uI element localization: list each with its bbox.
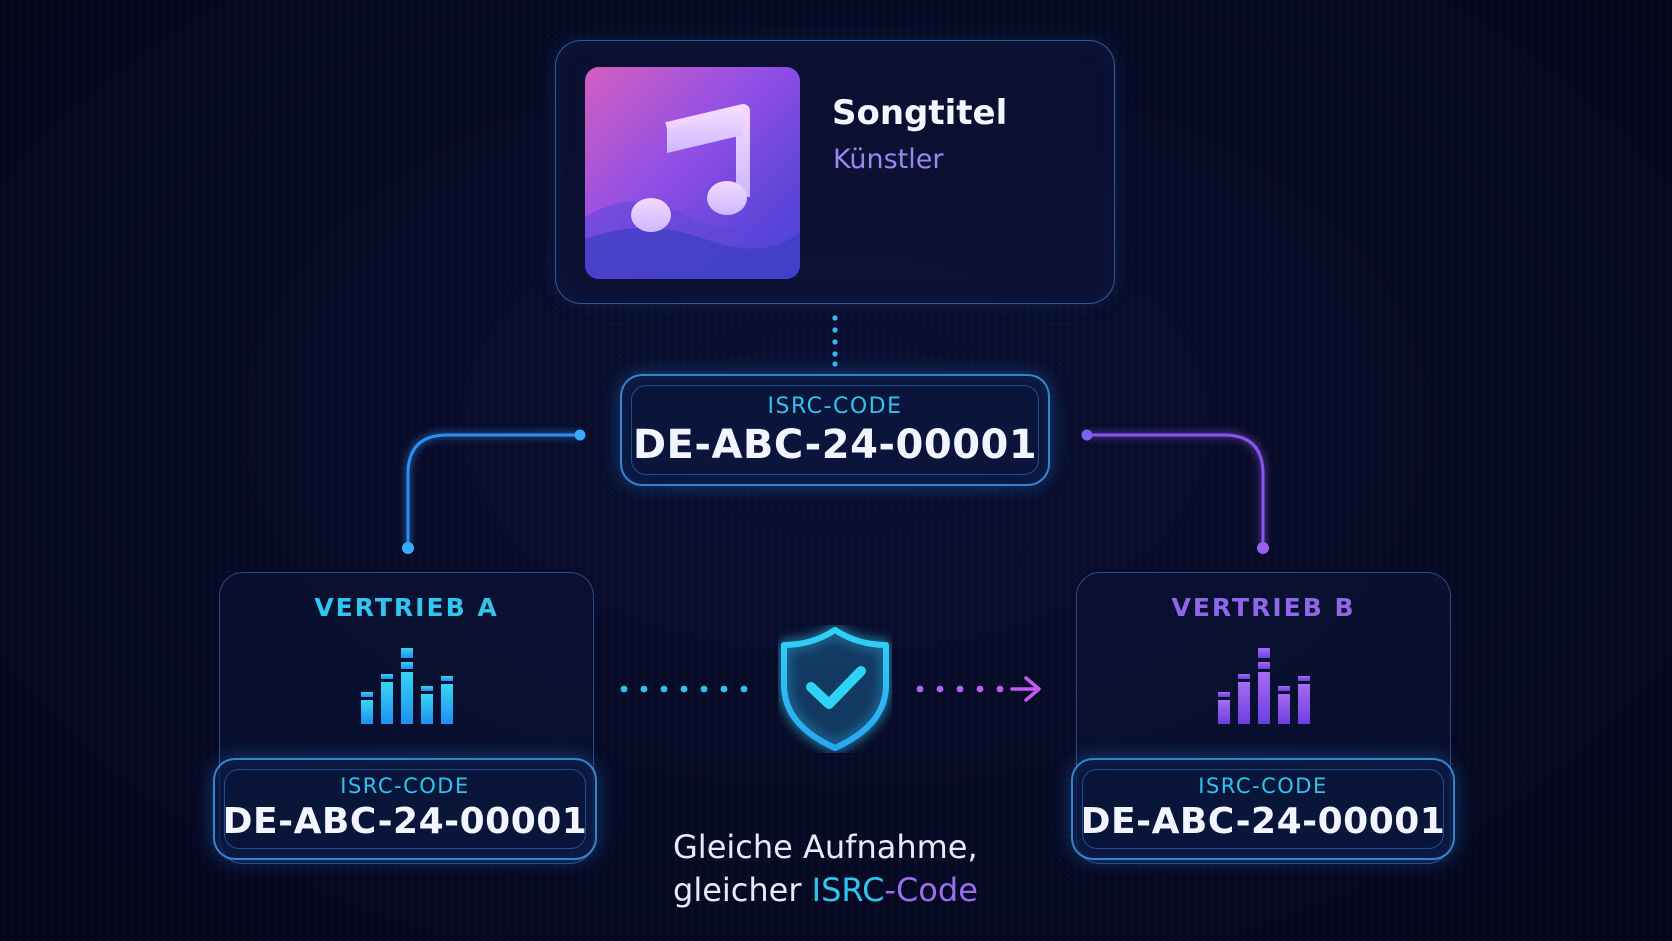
main-isrc-code-box: ISRC-CODE DE-ABC-24-00001 [620, 374, 1050, 486]
dotted-arrow-right [916, 676, 1041, 702]
song-title: Songtitel [832, 93, 1008, 133]
vertrieb-a-label: VERTRIEB A [314, 593, 499, 622]
vertrieb-b-label: VERTRIEB B [1171, 593, 1356, 622]
caption-line-2: gleicher ISRC-Code [673, 869, 1053, 912]
equalizer-bars-icon [1218, 648, 1310, 724]
code-box-inner-frame [224, 769, 586, 849]
main-code-value: DE-ABC-24-00001 [632, 422, 1038, 468]
vertrieb-a-code-value: DE-ABC-24-00001 [222, 801, 588, 842]
song-artist: Künstler [833, 144, 944, 175]
vertrieb-a-code-label: ISRC-CODE [340, 774, 470, 798]
main-code-label: ISRC-CODE [767, 394, 903, 419]
connector-to-vertrieb-b [1087, 433, 1265, 548]
caption-highlight-isrc: ISRC [811, 871, 885, 909]
dotted-link-left [620, 685, 748, 693]
waveform-icon [834, 187, 1082, 259]
vertrieb-a-code-box: ISRC-CODE DE-ABC-24-00001 [213, 758, 597, 860]
connector-to-vertrieb-a [406, 433, 580, 548]
vertrieb-b-code-value: DE-ABC-24-00001 [1080, 801, 1446, 842]
album-cover [585, 67, 800, 279]
shield-check-icon [781, 627, 889, 751]
code-box-inner-frame [1082, 769, 1444, 849]
vertrieb-b-code-label: ISRC-CODE [1198, 774, 1328, 798]
music-note-icon [585, 67, 800, 279]
vertrieb-b-code-box: ISRC-CODE DE-ABC-24-00001 [1071, 758, 1455, 860]
caption: Gleiche Aufnahme, gleicher ISRC-Code [673, 826, 1053, 912]
caption-line-2-prefix: gleicher [673, 871, 812, 909]
equalizer-bars-icon [361, 648, 453, 724]
code-box-inner-frame [631, 385, 1039, 475]
song-card: Songtitel Künstler [555, 40, 1115, 304]
caption-line-1: Gleiche Aufnahme, [673, 828, 978, 866]
song-to-code-connector [832, 315, 838, 367]
caption-highlight-code: -Code [884, 871, 978, 909]
